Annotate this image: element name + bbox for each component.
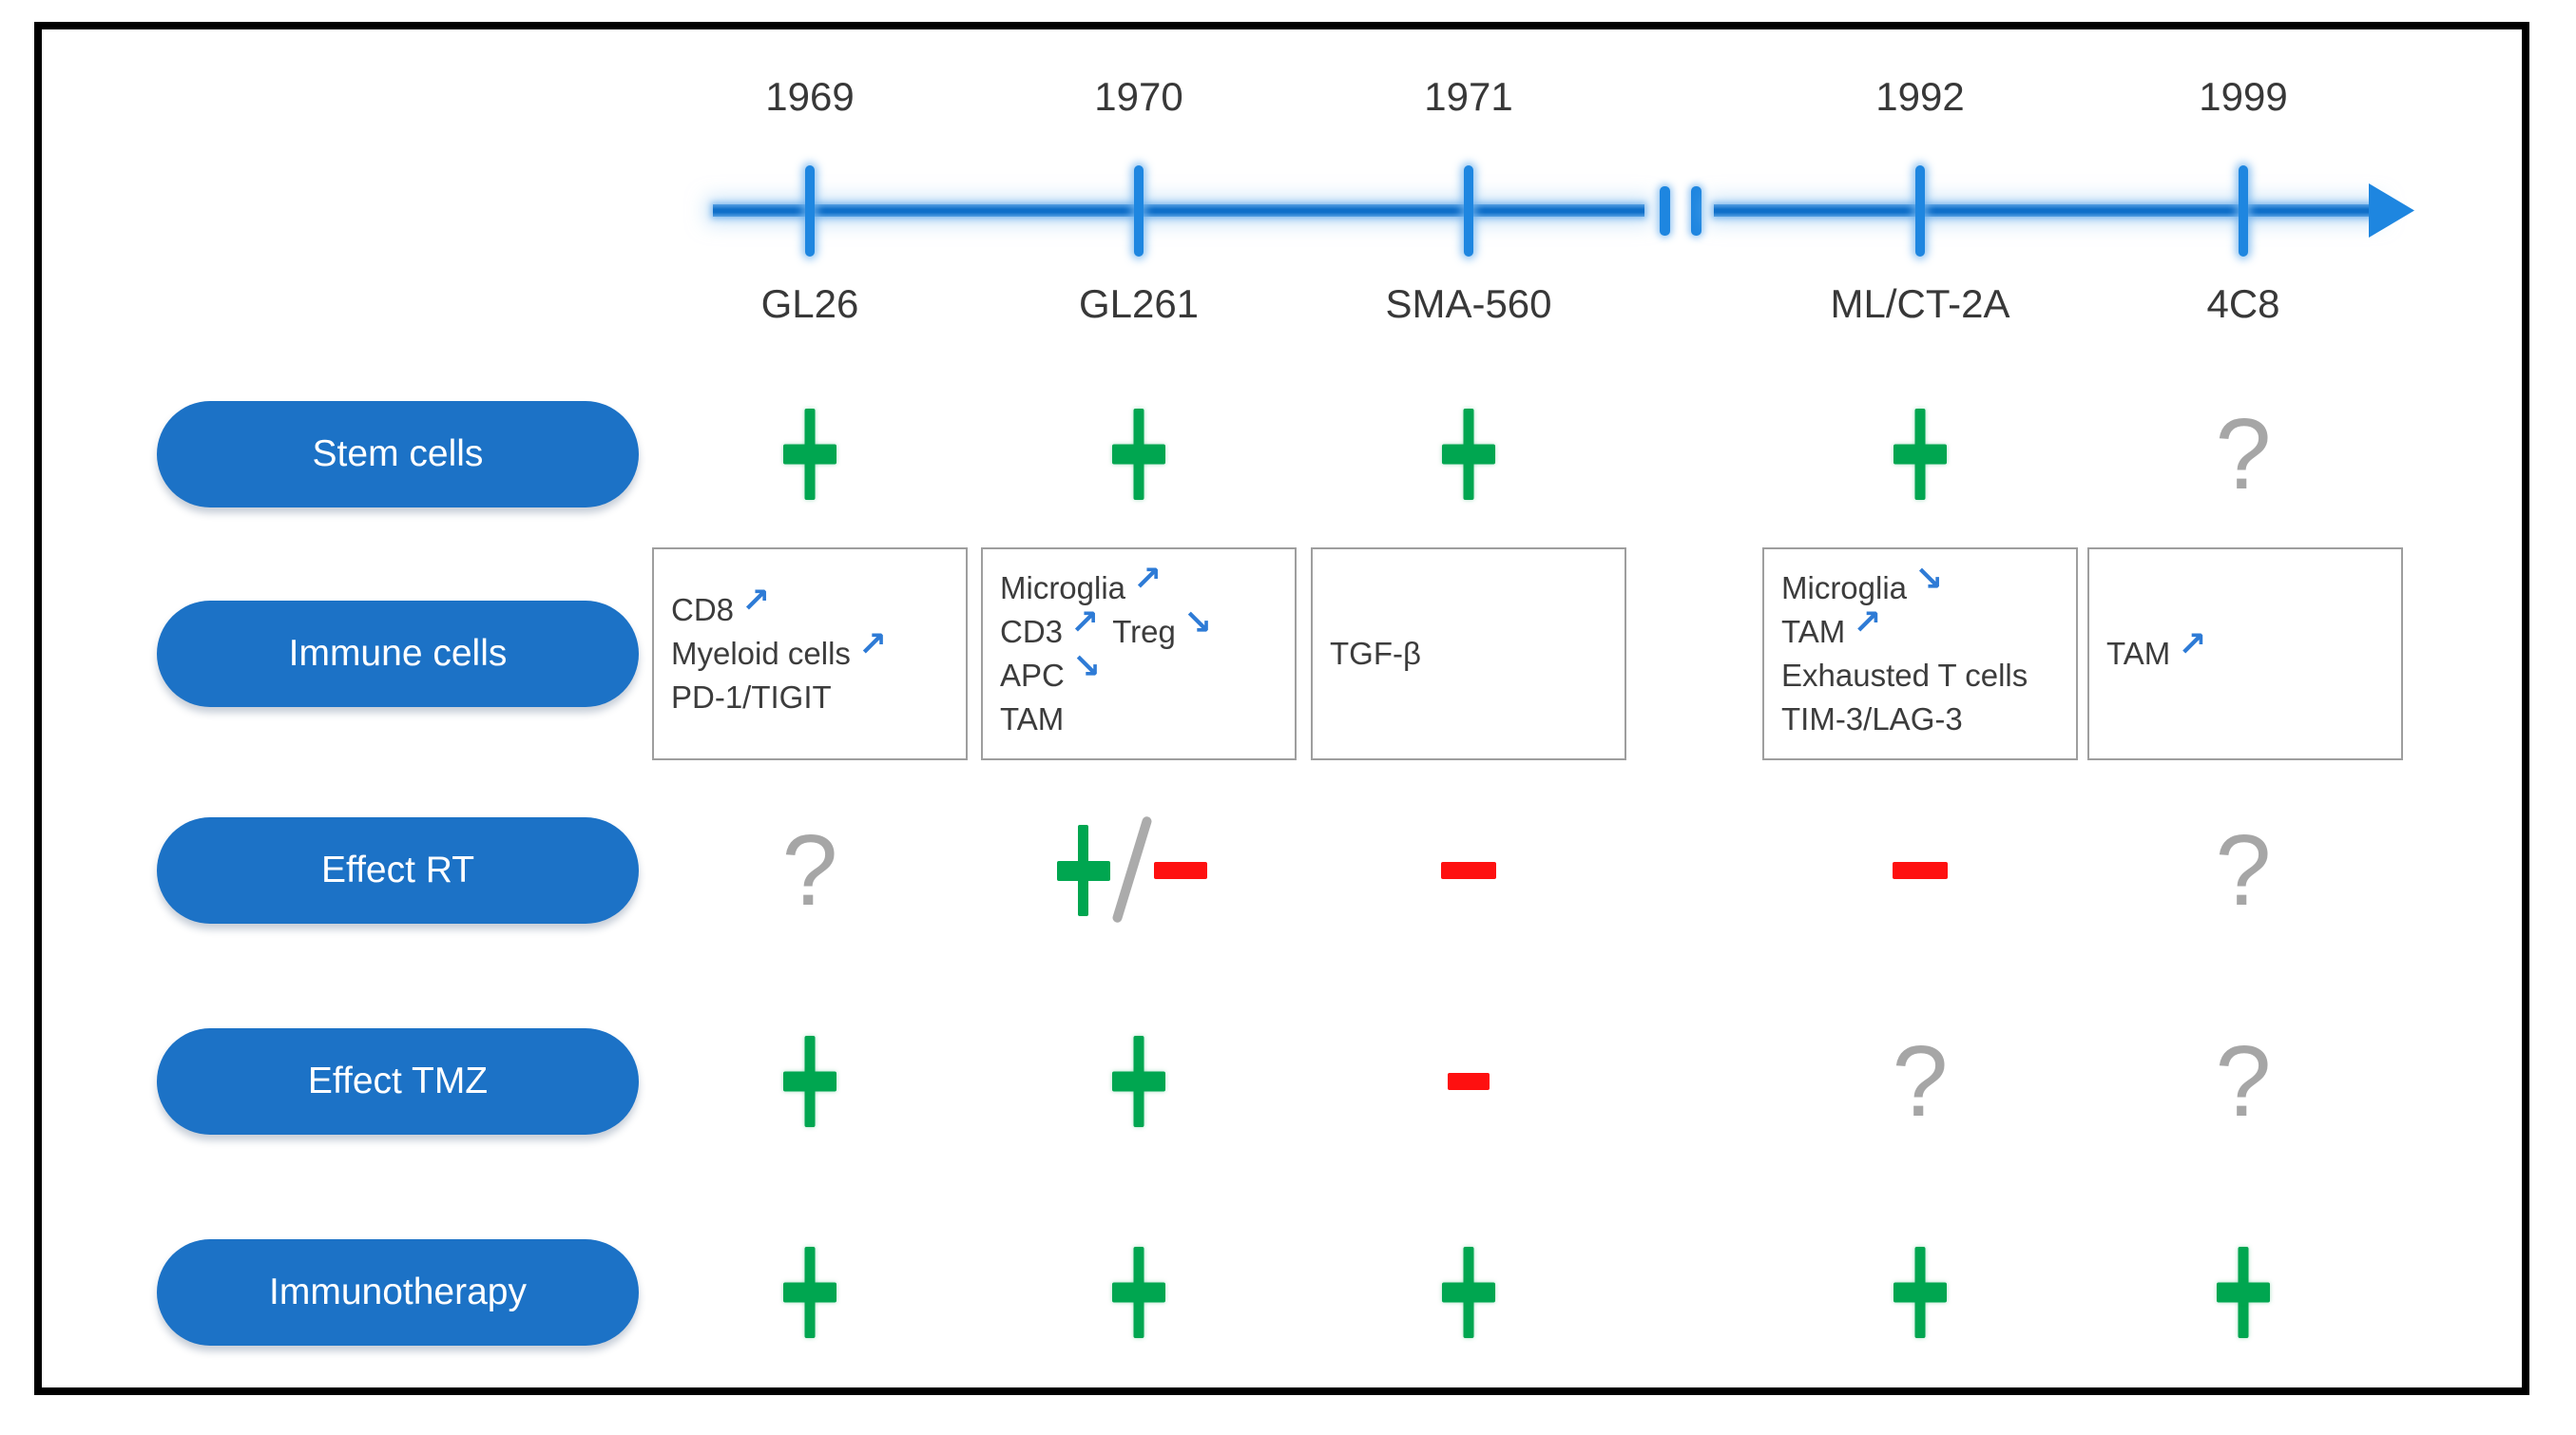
timeline-axis-segment [1714,204,2376,217]
marker-label: Microglia [1781,570,1908,605]
immunotherapy-sma560-symbol [1364,1231,1573,1354]
marker-label: CD3 [1000,614,1064,649]
marker-label: Exhausted T cells [1781,658,2028,693]
row-pill-stem-cells: Stem cells [157,401,639,507]
effect-tmz-mlct2a-symbol: ? [1892,1025,1949,1138]
immune-box-line: CD8 [671,588,949,632]
marker-label: TIM-3/LAG-3 [1781,701,1963,737]
immune-box-line: TAM [1000,698,1278,741]
immune-box-line: Exhausted T cells [1781,654,2059,698]
row-pill-label: Immunotherapy [269,1272,527,1312]
immune-box-line: TAM [1781,610,2059,654]
timeline-year-1999: 1999 [2199,74,2288,119]
row-pill-immunotherapy: Immunotherapy [157,1239,639,1346]
effect-rt-4c8-symbol: ? [2215,814,2272,927]
effect-tmz-gl261-symbol [1034,1020,1243,1143]
row-pill-effect-rt: Effect RT [157,817,639,924]
immune-box-sma560: TGF-β [1311,547,1626,760]
marker-label: Myeloid cells [671,636,851,671]
row-pill-label: Effect RT [320,850,475,890]
timeline-break-dash [1660,186,1670,236]
immune-box-line: Microglia [1000,566,1278,610]
timeline-tick-1969 [805,165,815,257]
timeline-tick-1999 [2239,165,2248,257]
immune-box-gl26: CD8 Myeloid cells PD-1/TIGIT [652,547,968,760]
immune-box-gl261: Microglia CD3 Treg APC TAM [981,547,1297,760]
marker-label: APC [1000,658,1065,693]
model-label-mlct2a: ML/CT-2A [1830,281,2010,326]
immune-box-mlct2a: Microglia TAM Exhausted T cells TIM-3/LA… [1762,547,2078,760]
stem-cells-sma560-symbol [1364,392,1573,516]
immunotherapy-gl26-symbol [705,1231,914,1354]
immune-box-4c8: TAM [2087,547,2403,760]
marker-label: TAM [1781,614,1846,649]
immunotherapy-gl261-symbol [1034,1231,1243,1354]
timeline-year-1969: 1969 [765,74,855,119]
marker-label: TAM [1000,701,1065,737]
timeline-break-dash [1691,186,1701,236]
marker-label: Treg [1112,614,1176,649]
timeline-year-1970: 1970 [1094,74,1183,119]
model-label-sma560: SMA-560 [1385,281,1552,326]
row-pill-effect-tmz: Effect TMZ [157,1028,639,1135]
immunotherapy-4c8-symbol [2139,1231,2348,1354]
stem-cells-gl261-symbol [1034,392,1243,516]
immune-box-line: TGF-β [1330,632,1607,676]
immunotherapy-mlct2a-symbol [1816,1231,2025,1354]
stem-cells-gl26-symbol [705,392,914,516]
row-pill-label: Immune cells [288,633,508,674]
effect-rt-sma560-symbol [1364,809,1573,932]
timeline-year-1992: 1992 [1875,74,1965,119]
effect-rt-mlct2a-symbol [1816,809,2025,932]
immune-box-line: Microglia [1781,566,2059,610]
timeline-year-1971: 1971 [1424,74,1513,119]
stem-cells-mlct2a-symbol [1816,392,2025,516]
timeline-tick-1992 [1915,165,1925,257]
immune-box-line: TIM-3/LAG-3 [1781,698,2059,741]
effect-tmz-gl26-symbol [705,1020,914,1143]
marker-label: PD-1/TIGIT [671,679,832,715]
effect-rt-gl26-symbol: ? [781,814,838,927]
row-pill-label: Effect TMZ [307,1061,489,1101]
model-label-gl26: GL26 [760,281,859,326]
immune-box-line: APC [1000,654,1278,698]
model-label-gl261: GL261 [1078,281,1200,326]
row-pill-label: Stem cells [312,433,484,474]
marker-label: TAM [2106,636,2171,671]
model-label-4c8: 4C8 [2206,281,2280,326]
effect-tmz-4c8-symbol: ? [2215,1025,2272,1138]
marker-label: CD8 [671,592,735,627]
immune-box-line: Myeloid cells [671,632,949,676]
stem-cells-4c8-symbol: ? [2215,398,2272,510]
row-pill-immune-cells: Immune cells [157,601,639,707]
immune-box-line: CD3 Treg [1000,610,1278,654]
marker-label: Microglia [1000,570,1126,605]
timeline-tick-1971 [1464,165,1473,257]
effect-rt-gl261-symbol [1034,809,1243,932]
effect-tmz-sma560-symbol [1364,1020,1573,1143]
immune-box-line: TAM [2106,632,2384,676]
marker-label: TGF-β [1330,636,1421,671]
timeline-axis-segment [713,204,1644,217]
timeline-tick-1970 [1134,165,1144,257]
immune-box-line: PD-1/TIGIT [671,676,949,719]
